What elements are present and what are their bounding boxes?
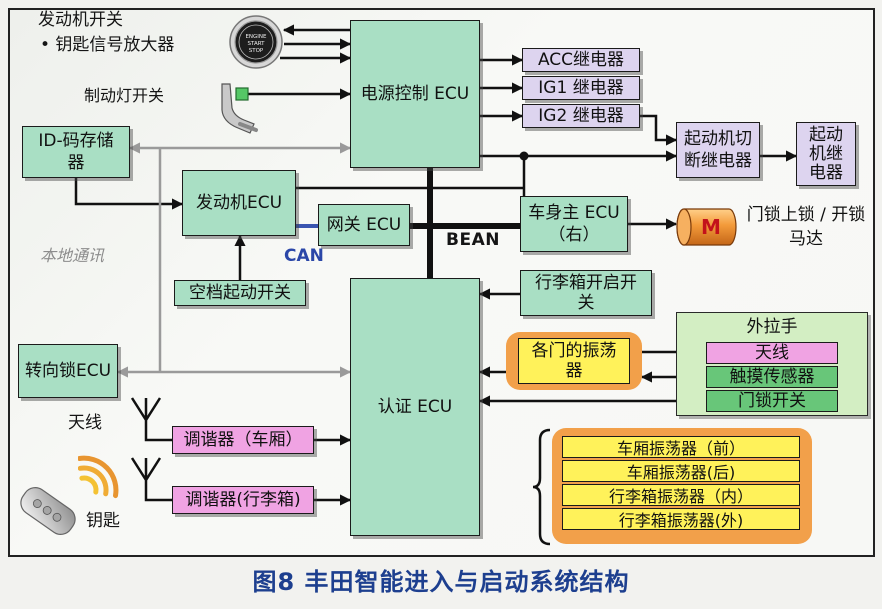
trunk-oscillator-inside-label: 行李箱振荡器（内）	[608, 487, 753, 506]
door-oscillators: 各门的振荡 器	[518, 338, 630, 384]
verification-ecu-label: 认证 ECU	[377, 397, 453, 417]
body-ecu: 车身主 ECU （右）	[520, 196, 628, 252]
steering-lock-ecu-label: 转向锁ECU	[24, 361, 112, 381]
cabin-oscillator-rear-label: 车厢振荡器(后)	[626, 463, 736, 482]
cabin-oscillator-front: 车厢振荡器（前）	[562, 436, 800, 458]
trunk-oscillator-outside: 行李箱振荡器(外)	[562, 508, 800, 530]
neutral-start-switch-label: 空档起动开关	[189, 283, 291, 303]
key-label: 钥匙	[86, 511, 120, 531]
trunk-opener-switch-label-line: 关	[577, 293, 595, 313]
engine-switch-label: 发动机开关	[38, 10, 123, 30]
outside-handle-title: 外拉手	[746, 317, 798, 337]
cabin-oscillator-rear: 车厢振荡器(后)	[562, 460, 800, 482]
can-bus-label: CAN	[284, 246, 324, 266]
acc-relay-label: ACC继电器	[537, 50, 625, 70]
cabin-oscillator-front-label: 车厢振荡器（前）	[616, 439, 745, 458]
wire-id-to-engine-ecu	[74, 178, 184, 210]
brake-light-switch-label: 制动灯开关	[84, 86, 165, 105]
motor-cylinder-icon	[676, 208, 737, 246]
starter-relay-label-line: 电器	[809, 162, 843, 183]
id-code-storage-label-line: 器	[67, 153, 85, 173]
acc-relay: ACC继电器	[522, 48, 640, 72]
door-oscillators-label-line: 器	[565, 361, 583, 381]
verification-ecu: 认证 ECU	[350, 278, 480, 536]
tuner-cabin: 调谐器（车厢）	[172, 426, 314, 454]
starter-relay: 起动 机继 电器	[796, 122, 856, 186]
starter-cut-relay: 起动机切 断继电器	[676, 122, 760, 178]
connection-lines	[74, 24, 798, 546]
figure-caption: 图8 丰田智能进入与启动系统结构	[252, 568, 630, 596]
antenna-label: 天线	[68, 413, 102, 433]
junction-dot	[519, 151, 529, 161]
signal-waves-icon	[78, 455, 119, 499]
wire-ig2-to-cut-relay	[640, 114, 678, 146]
trunk-opener-switch: 行李箱开启开 关	[520, 270, 652, 316]
power-control-ecu-label: 电源控制 ECU	[360, 84, 470, 104]
id-code-storage-label-line: ID-码存储	[38, 131, 114, 151]
id-code-storage: ID-码存储 器	[22, 126, 130, 178]
ig2-relay-label: IG2 继电器	[538, 106, 624, 126]
brake-switch-square-icon	[235, 87, 249, 101]
gateway-ecu: 网关 ECU	[318, 204, 410, 246]
handle-antenna: 天线	[706, 342, 838, 364]
starter-cut-relay-label-line: 起动机切	[684, 129, 752, 149]
motor-symbol: M	[701, 215, 721, 239]
starter-relay-label-line: 起动	[809, 124, 843, 145]
gateway-ecu-label: 网关 ECU	[326, 215, 402, 235]
body-ecu-label-line: 车身主 ECU	[528, 203, 620, 223]
ig2-relay: IG2 继电器	[522, 104, 640, 128]
door-lock-switch: 门锁开关	[706, 390, 838, 412]
door-lock-switch-label: 门锁开关	[738, 391, 806, 411]
trunk-oscillator-inside: 行李箱振荡器（内）	[562, 484, 800, 506]
key-amplifier-label: • 钥匙信号放大器	[40, 35, 175, 55]
tuner-trunk: 调谐器(行李箱)	[172, 486, 314, 514]
door-oscillators-label-line: 各门的振荡	[531, 341, 617, 361]
steering-lock-ecu: 转向锁ECU	[18, 344, 118, 398]
engine-start-stop-button-icon: ENGINE START STOP	[229, 15, 283, 69]
antenna-icon	[130, 457, 172, 502]
neutral-start-switch: 空档起动开关	[174, 280, 306, 306]
body-ecu-label-line: （右）	[548, 225, 600, 245]
brake-pedal-icon	[221, 83, 258, 134]
trunk-opener-switch-label-line: 行李箱开启开	[535, 273, 637, 293]
starter-cut-relay-label-line: 断继电器	[684, 151, 752, 171]
trunk-oscillator-outside-label: 行李箱振荡器(外)	[618, 511, 744, 530]
tuner-trunk-label: 调谐器(行李箱)	[185, 490, 301, 510]
local-comm-label: 本地通讯	[40, 246, 105, 265]
touch-sensor-label: 触摸传感器	[729, 367, 815, 387]
engine-ecu: 发动机ECU	[182, 170, 296, 236]
handle-antenna-label: 天线	[755, 343, 789, 363]
engine-ecu-label: 发动机ECU	[195, 193, 283, 213]
smart-key-icon	[20, 487, 76, 535]
button-text-start: START	[248, 41, 266, 47]
tuner-cabin-label: 调谐器（车厢）	[183, 430, 303, 450]
button-text-stop: STOP	[249, 48, 264, 54]
antenna-icon	[130, 397, 172, 442]
touch-sensor: 触摸传感器	[706, 366, 838, 388]
bean-bus-label: BEAN	[446, 230, 500, 250]
door-lock-motor-label-line: 马达	[789, 229, 823, 249]
ig1-relay: IG1 继电器	[522, 76, 640, 100]
ig1-relay-label: IG1 继电器	[538, 78, 624, 98]
starter-relay-label-line: 机继	[809, 143, 843, 164]
oscillator-brace	[532, 428, 551, 546]
door-lock-motor-label: 门锁上锁 / 开锁 马达	[738, 203, 874, 251]
door-lock-motor-label-line: 门锁上锁 / 开锁	[746, 205, 866, 225]
door-lock-motor: M	[676, 208, 738, 246]
oscillator-group: 车厢振荡器（前） 车厢振荡器(后) 行李箱振荡器（内） 行李箱振荡器(外)	[552, 428, 812, 544]
power-control-ecu: 电源控制 ECU	[350, 20, 480, 168]
button-text-engine: ENGINE	[245, 34, 267, 40]
